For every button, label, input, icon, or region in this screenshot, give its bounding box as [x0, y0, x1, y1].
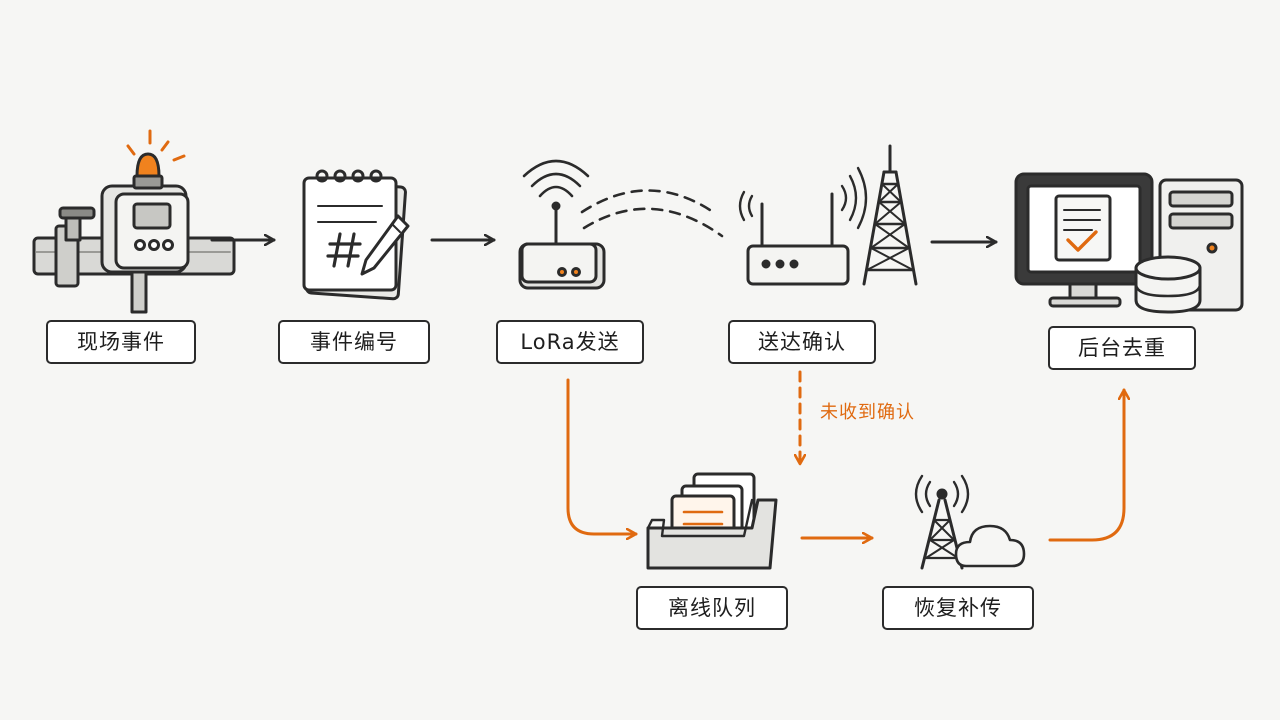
node-label-field-event: 现场事件: [46, 320, 196, 364]
wireless-link-dashed-2: [582, 207, 724, 238]
node-label-delivery-ack: 送达确认: [728, 320, 876, 364]
document-tray-icon: [646, 472, 778, 570]
arrow-lora-to-queue: [566, 378, 638, 534]
node-label-resume-retransmit: 恢复补传: [882, 586, 1034, 630]
node-label-offline-queue: 离线队列: [636, 586, 788, 630]
notepad-hash-icon: [302, 169, 410, 301]
pipe-sensor-alarm-icon: [32, 129, 236, 314]
node-label-backend-dedup: 后台去重: [1048, 326, 1196, 370]
annotation-no-ack: 未收到确认: [820, 402, 915, 423]
router-tower-icon: [738, 144, 918, 286]
tower-cloud-icon: [914, 474, 1026, 570]
wireless-link-dashed: [580, 189, 718, 216]
node-label-event-number: 事件编号: [278, 320, 430, 364]
arrow-retransmit-to-backend: [1048, 388, 1124, 542]
computer-server-database-icon: [1014, 172, 1244, 314]
lora-gateway-icon: [518, 159, 606, 290]
node-label-lora-send: LoRa发送: [496, 320, 644, 364]
